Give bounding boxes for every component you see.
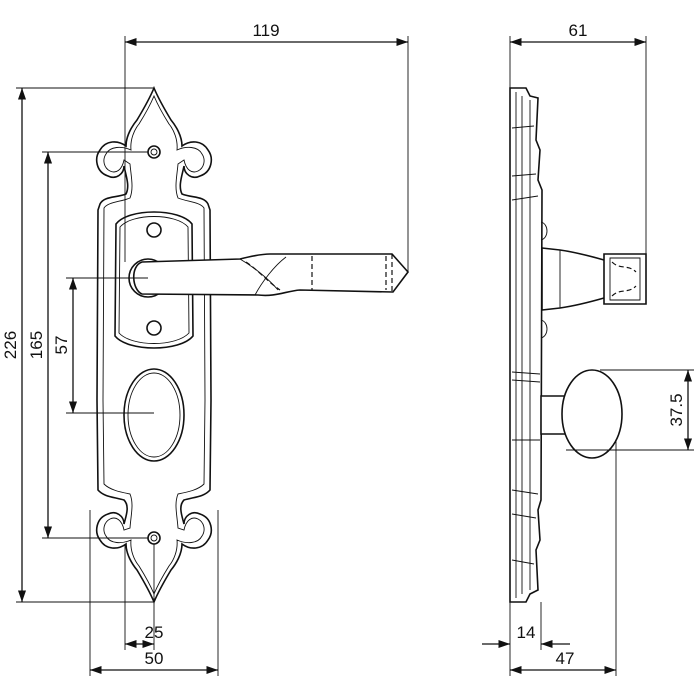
keyhole-oval: [123, 368, 185, 462]
lever-handle: [128, 253, 410, 298]
lever-arm: [132, 253, 410, 297]
dim-label-lever-projection: 119: [252, 21, 279, 40]
side-rose-top-bump: [540, 221, 548, 241]
side-backplate-profile: [509, 87, 543, 603]
side-lever-head: [603, 253, 647, 305]
rose-top-hole: [146, 222, 162, 238]
side-lever-twist-dash: [611, 261, 637, 297]
dim-label-center-distance: 57: [52, 336, 71, 355]
side-plate-detail-bottom: [511, 489, 539, 565]
lever-twist-dash: [245, 261, 281, 291]
lever-twist-lower: [254, 256, 287, 296]
top-screw-hole: [147, 145, 161, 159]
bottom-screw-hole-inner: [150, 534, 158, 542]
side-view: 61 37.5 14 47: [482, 21, 694, 676]
dim-label-total-height: 226: [1, 331, 20, 359]
side-dim-label-knob-size: 37.5: [667, 393, 686, 426]
dim-label-hole-spacing: 25: [145, 623, 164, 642]
side-knob: [540, 369, 623, 459]
rose-plate-inner: [118, 216, 190, 344]
dim-label-screw-spacing: 165: [27, 331, 46, 359]
dim-label-plate-width: 50: [145, 649, 164, 668]
side-plate-detail-top: [511, 125, 539, 201]
front-view: 119 226 165 57 25 50: [1, 21, 410, 676]
side-dim-label-plate-thickness: 14: [517, 623, 536, 642]
side-plate-detail-mid: [511, 371, 541, 441]
keyhole-oval-inner: [127, 372, 181, 458]
rose-bottom-hole: [146, 320, 162, 336]
side-lever-head-inner: [609, 257, 641, 301]
bottom-screw-hole: [147, 531, 161, 545]
side-dim-label-knob-depth: 47: [556, 649, 575, 668]
side-rose-bottom-bump: [540, 319, 548, 339]
side-dim-label-lever-depth: 61: [569, 21, 588, 40]
side-lever-neck: [541, 247, 613, 311]
top-screw-hole-inner: [150, 148, 158, 156]
side-knob-ball: [561, 369, 623, 459]
